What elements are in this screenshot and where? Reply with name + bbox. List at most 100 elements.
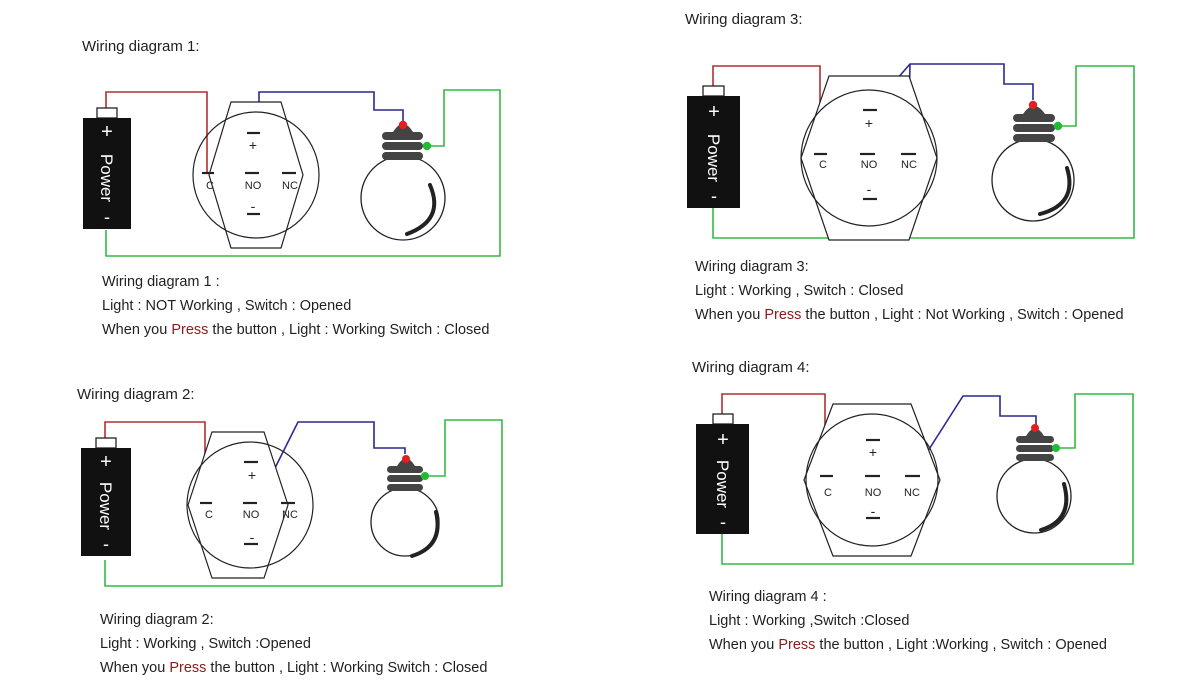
lamp-filament — [405, 183, 437, 236]
label-no: NO — [245, 180, 262, 192]
battery-minus: - — [720, 512, 726, 532]
description-text: the button , Light : Working Switch : Cl… — [206, 660, 488, 676]
wiring-diagram-3: + Power - C NO NC + - — [687, 63, 1135, 241]
label-nc: NC — [904, 487, 920, 499]
battery-body — [687, 96, 740, 208]
label-nc: NC — [282, 180, 298, 192]
lamp — [991, 100, 1075, 222]
lamp-globe — [991, 138, 1075, 222]
label-nc: NC — [282, 509, 298, 521]
label-minus: - — [871, 503, 876, 519]
label-plus: + — [865, 115, 873, 131]
battery-plus: + — [717, 429, 729, 451]
green-wire — [712, 65, 1135, 239]
lamp — [360, 120, 446, 241]
description-line: Wiring diagram 1 : — [102, 274, 220, 290]
battery-label: Power — [97, 154, 116, 203]
battery-terminal — [95, 437, 117, 449]
battery-minus: - — [711, 186, 717, 206]
battery-plus: + — [101, 121, 113, 143]
battery-plus: + — [708, 101, 720, 123]
lamp-base — [387, 484, 423, 491]
description-text: When you — [100, 660, 170, 676]
lamp-green-terminal — [1052, 444, 1060, 452]
battery-minus: - — [104, 207, 110, 227]
lamp-globe — [996, 458, 1072, 534]
wiring-diagram-4: + Power - C NO NC + - — [696, 393, 1134, 565]
diagram-3-description: Wiring diagram 3: Light : Working , Swit… — [695, 255, 1124, 327]
lamp-base — [1016, 445, 1054, 452]
battery: + Power - — [687, 85, 740, 208]
push-switch: C NO NC + - — [186, 431, 314, 579]
lamp-base — [387, 466, 423, 473]
lamp-tip — [1026, 428, 1044, 436]
wiring-diagram-1: + Power - C NO NC + - — [83, 89, 501, 257]
switch-hexagon — [187, 431, 289, 579]
battery-body — [696, 424, 749, 534]
lamp-base — [1013, 124, 1055, 132]
green-wire — [104, 419, 503, 587]
lamp — [370, 455, 440, 558]
description-line: When you Press the button , Light : Work… — [100, 656, 487, 680]
description-text: the button , Light : Working Switch : Cl… — [208, 322, 490, 338]
blue-wire — [258, 91, 404, 134]
label-minus: - — [251, 198, 256, 214]
green-wire — [105, 89, 501, 257]
lamp — [996, 424, 1072, 534]
description-line: Wiring diagram 2: — [100, 612, 214, 628]
description-line: Light : Working , Switch : Closed — [695, 283, 904, 299]
description-text: the button , Light : Not Working , Switc… — [801, 307, 1124, 323]
lamp-filament — [1039, 482, 1069, 532]
battery-terminal — [702, 85, 725, 97]
switch-ring — [192, 111, 320, 239]
wiring-diagram-2: + Power - C NO NC + - — [81, 419, 503, 587]
lamp-filament — [410, 510, 440, 558]
battery: + Power - — [83, 107, 131, 229]
battery-plus: + — [100, 451, 112, 473]
lamp-base — [382, 132, 423, 140]
label-no: NO — [861, 159, 878, 171]
diagram-4-title: Wiring diagram 4: — [692, 359, 810, 376]
diagram-2-description: Wiring diagram 2: Light : Working , Swit… — [100, 608, 487, 680]
label-plus: + — [869, 444, 877, 460]
blue-wire — [256, 421, 406, 505]
press-highlight: Press — [171, 322, 209, 338]
description-text: the button , Light :Working , Switch : O… — [815, 637, 1107, 653]
battery: + Power - — [696, 413, 749, 534]
battery-body — [83, 118, 131, 229]
label-plus: + — [248, 467, 256, 483]
lamp-red-terminal — [398, 120, 408, 130]
switch-ring — [805, 413, 939, 547]
lamp-tip — [1023, 106, 1045, 114]
label-minus: - — [867, 181, 872, 197]
push-switch: C NO NC + - — [803, 403, 941, 557]
battery-label: Power — [704, 134, 723, 183]
diagram-1-description: Wiring diagram 1 : Light : NOT Working ,… — [102, 270, 489, 342]
label-minus: - — [250, 529, 255, 545]
switch-hexagon — [803, 403, 941, 557]
switch-ring — [186, 441, 314, 569]
description-text: When you — [695, 307, 765, 323]
description-line: Wiring diagram 3: — [695, 259, 809, 275]
battery-terminal — [96, 107, 118, 119]
description-text: When you — [709, 637, 779, 653]
label-c: C — [205, 509, 213, 521]
push-switch: C NO NC + - — [192, 101, 320, 249]
blue-wire — [869, 63, 1034, 111]
press-highlight: Press — [169, 660, 207, 676]
lamp-base — [382, 142, 423, 150]
lamp-filament — [1038, 166, 1072, 216]
red-wire — [105, 91, 208, 174]
lamp-red-terminal — [1031, 424, 1039, 432]
lamp-green-terminal — [422, 141, 432, 151]
battery-label: Power — [96, 482, 115, 531]
label-no: NO — [243, 509, 260, 521]
description-line: Light : NOT Working , Switch : Opened — [102, 298, 352, 314]
lamp-base — [387, 475, 423, 482]
diagram-3-title: Wiring diagram 3: — [685, 11, 803, 28]
description-line: Light : Working , Switch :Opened — [100, 636, 311, 652]
battery: + Power - — [81, 437, 131, 556]
diagram-1-title: Wiring diagram 1: — [82, 38, 200, 55]
lamp-base — [1013, 114, 1055, 122]
description-line: When you Press the button , Light : Work… — [102, 318, 489, 342]
